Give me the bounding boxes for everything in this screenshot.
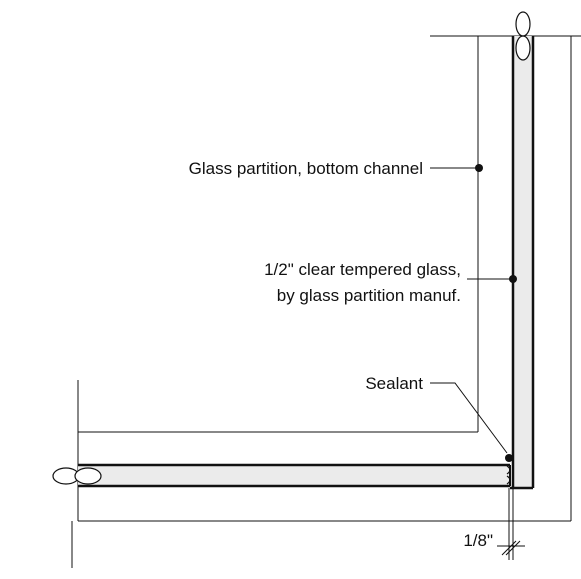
- bottom-channel-outline: [71, 35, 581, 568]
- sealant-bead: [506, 465, 511, 485]
- leader-sealant: [430, 382, 513, 462]
- callout-glass-line2: by glass partition manuf.: [277, 286, 461, 305]
- callout-glass-line1: 1/2" clear tempered glass,: [264, 260, 461, 279]
- break-symbol-top: [515, 11, 531, 61]
- leader-bottom-channel: [430, 164, 483, 172]
- gap-dimension-label: 1/8": [463, 531, 493, 550]
- leader-glass: [467, 275, 517, 283]
- callout-bottom-channel: Glass partition, bottom channel: [189, 159, 423, 178]
- gap-dimension: [497, 488, 525, 560]
- break-symbol-left: [52, 467, 102, 485]
- horizontal-glass-panel: [78, 463, 533, 490]
- callout-sealant: Sealant: [365, 374, 423, 393]
- vertical-glass-panel: [511, 36, 535, 488]
